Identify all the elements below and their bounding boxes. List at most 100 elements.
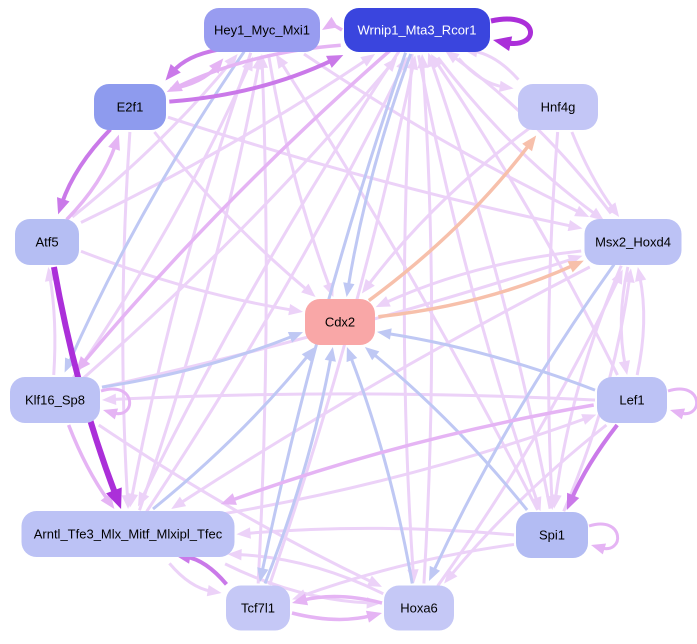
- node-hey1-shape[interactable]: [204, 8, 320, 52]
- edge-lef1-klf16-arrowhead: [102, 393, 117, 406]
- edge-wrnip1-klf16: [81, 49, 392, 365]
- edge-lef1-wrnip1-arrowhead: [430, 54, 444, 69]
- node-lef1[interactable]: Lef1: [597, 377, 667, 423]
- edge-spi1-tcf7l1: [300, 542, 515, 598]
- edge-wrnip1-cdx2: [346, 53, 413, 288]
- edge-wrnip1-arntl: [140, 50, 401, 499]
- edge-wrnip1-msx2: [436, 56, 597, 216]
- edge-msx2-spi1-arrowhead: [550, 494, 562, 509]
- edge-lef1-msx2-arrowhead: [635, 267, 647, 282]
- edge-hoxa6-tcf7l1: [301, 594, 383, 605]
- node-hoxa6[interactable]: Hoxa6: [384, 585, 454, 631]
- node-arntl-shape[interactable]: [21, 511, 235, 557]
- node-e2f1[interactable]: E2f1: [94, 84, 166, 130]
- edge-arntl-hoxa6: [224, 562, 372, 605]
- edge-lef1-arntl: [230, 403, 595, 503]
- edge-msx2-wrnip1-arrowhead: [444, 50, 460, 64]
- node-cdx2-shape[interactable]: [305, 299, 375, 345]
- node-hey1[interactable]: Hey1_Myc_Mxi1: [204, 8, 320, 52]
- edge-wrnip1-hnf4g-arrowhead: [498, 80, 514, 92]
- node-msx2[interactable]: Msx2_Hoxd4: [584, 219, 682, 265]
- edge-lef1-msx2: [635, 276, 646, 376]
- edge-atf5-e2f1: [65, 143, 118, 221]
- edge-msx2-arntl-arrowhead: [171, 496, 187, 509]
- node-wrnip1-shape[interactable]: [344, 8, 490, 52]
- edge-klf16-wrnip1: [82, 64, 392, 380]
- edge-klf16-self-loop: [100, 387, 132, 416]
- edge-wrnip1-hey1-arrowhead: [322, 16, 338, 30]
- node-tcf7l1[interactable]: Tcf7l1: [226, 585, 290, 631]
- edge-e2f1-cdx2: [153, 131, 310, 292]
- node-hoxa6-shape[interactable]: [384, 585, 454, 631]
- edge-hoxa6-cdx2-arrowhead: [346, 347, 358, 363]
- edge-klf16-cdx2-arrowhead: [287, 332, 303, 343]
- node-arntl-label: Arntl_Tfe3_Mlx_Mitf_Mlxipl_Tfec: [34, 526, 223, 541]
- edge-spi1-arntl: [246, 526, 515, 537]
- edge-lef1-self-loop-arrowhead: [670, 408, 686, 420]
- edge-lef1-self-loop: [667, 387, 697, 416]
- edge-wrnip1-cdx2-arrowhead: [343, 282, 355, 297]
- edge-msx2-hoxa6-arrowhead: [429, 565, 441, 581]
- node-msx2-shape[interactable]: [584, 219, 682, 265]
- node-hey1-label: Hey1_Myc_Mxi1: [214, 22, 310, 37]
- edge-spi1-self-loop-arrowhead: [591, 543, 607, 555]
- edge-klf16-atf5: [48, 276, 57, 376]
- node-spi1[interactable]: Spi1: [516, 512, 588, 558]
- edge-tcf7l1-hoxa6: [291, 611, 373, 622]
- node-wrnip1[interactable]: Wrnip1_Mta3_Rcor1: [344, 8, 490, 52]
- node-lef1-label: Lef1: [619, 392, 644, 407]
- edge-e2f1-atf5-arrowhead: [57, 197, 70, 215]
- node-lef1-shape[interactable]: [597, 377, 667, 423]
- edge-tcf7l1-hey1-arrowhead: [256, 54, 269, 69]
- edge-tcf7l1-cdx2: [263, 356, 333, 585]
- edge-arntl-tcf7l1-arrowhead: [206, 585, 222, 597]
- edge-klf16-hey1: [72, 64, 251, 379]
- node-msx2-label: Msx2_Hoxd4: [595, 234, 671, 249]
- edge-arntl-cdx2: [152, 353, 310, 511]
- edge-lef1-spi1-arrowhead: [566, 492, 580, 510]
- node-klf16-label: Klf16_Sp8: [25, 392, 85, 407]
- node-atf5-shape[interactable]: [15, 219, 79, 265]
- node-e2f1-shape[interactable]: [94, 84, 166, 130]
- node-hnf4g-shape[interactable]: [518, 84, 598, 130]
- edge-spi1-arntl-arrowhead: [236, 527, 251, 539]
- node-atf5-label: Atf5: [35, 234, 58, 249]
- node-arntl[interactable]: Arntl_Tfe3_Mlx_Mitf_Mlxipl_Tfec: [21, 511, 235, 557]
- edge-wrnip1-klf16-arrowhead: [75, 356, 91, 372]
- node-cdx2-label: Cdx2: [325, 314, 355, 329]
- node-hnf4g-label: Hnf4g: [541, 99, 576, 114]
- edge-hnf4g-msx2: [570, 131, 615, 210]
- edge-lef1-hoxa6-arrowhead: [444, 569, 458, 584]
- edge-tcf7l1-hoxa6-arrowhead: [365, 610, 382, 623]
- node-spi1-shape[interactable]: [516, 512, 588, 558]
- edge-tcf7l1-cdx2-arrowhead: [324, 347, 336, 362]
- edge-hoxa6-cdx2: [349, 355, 414, 584]
- edge-msx2-cdx2: [383, 249, 582, 305]
- node-atf5[interactable]: Atf5: [15, 219, 79, 265]
- node-tcf7l1-label: Tcf7l1: [241, 600, 275, 615]
- edge-arntl-lef1-arrowhead: [581, 414, 597, 425]
- edge-hoxa6-wrnip1: [421, 63, 434, 584]
- edge-wrnip1-self-loop: [490, 16, 533, 46]
- node-e2f1-label: E2f1: [117, 99, 144, 114]
- edge-wrnip1-hnf4g: [457, 57, 505, 89]
- edge-spi1-wrnip1: [430, 61, 552, 509]
- edge-e2f1-hey1-arrowhead: [209, 58, 224, 74]
- edge-arntl-hey1: [138, 64, 261, 511]
- node-klf16-shape[interactable]: [10, 377, 100, 423]
- edge-hey1-e2f1: [171, 47, 219, 74]
- edge-spi1-self-loop: [588, 522, 620, 551]
- node-cdx2[interactable]: Cdx2: [305, 299, 375, 345]
- edge-lef1-hoxa6: [449, 423, 608, 577]
- edge-hey1-msx2-arrowhead: [574, 205, 590, 217]
- node-hnf4g[interactable]: Hnf4g: [518, 84, 598, 130]
- edge-msx2-lef1-arrowhead: [618, 360, 630, 375]
- edge-msx2-cdx2-arrowhead: [375, 296, 391, 308]
- edge-wrnip1-tcf7l1-arrowhead: [257, 567, 269, 583]
- edge-hnf4g-cdx2-arrowhead: [361, 278, 375, 294]
- edge-msx2-arntl: [178, 265, 591, 505]
- node-klf16[interactable]: Klf16_Sp8: [10, 377, 100, 423]
- node-tcf7l1-shape[interactable]: [226, 585, 290, 631]
- edge-e2f1-cdx2-arrowhead: [301, 283, 316, 297]
